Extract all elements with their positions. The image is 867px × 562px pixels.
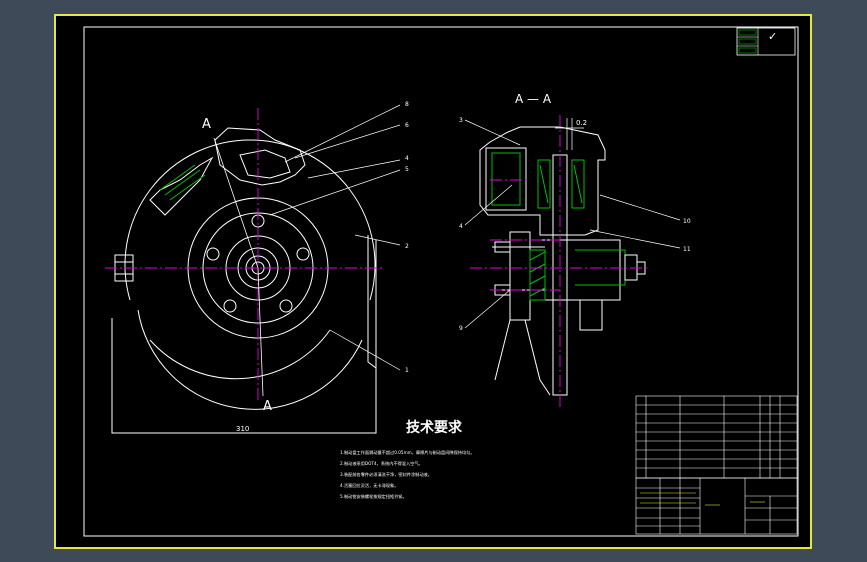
requirement-line: 2.制动液采用DOT4，系统内不得混入空气。 — [340, 460, 423, 467]
title-block-fills — [640, 492, 765, 506]
section-mark-top: A — [202, 117, 211, 132]
callout-1: 1 — [405, 367, 409, 374]
callout-6: 6 — [405, 122, 409, 129]
check-mark: ✓ — [768, 30, 777, 43]
section-title: A — A — [515, 92, 552, 106]
parts-list — [635, 395, 798, 479]
section-centerlines — [470, 115, 650, 410]
callout-3: 3 — [459, 117, 463, 124]
section-mark-bottom: A — [263, 399, 272, 414]
callout-5: 5 — [405, 166, 409, 173]
requirement-line: 5.制动钳安装螺栓按规定扭矩拧紧。 — [340, 493, 407, 500]
callout-10: 10 — [683, 218, 691, 225]
callout-4: 4 — [405, 155, 409, 162]
gap-label: 0.2 — [576, 119, 587, 127]
section-leaders — [464, 119, 681, 329]
requirement-line: 3.装配前各零件必须清洗干净，密封件涂制动液。 — [340, 471, 432, 478]
callout-4b: 4 — [459, 223, 463, 230]
gap-dimension — [555, 118, 584, 150]
section-callouts: 3 4 9 10 11 — [459, 117, 691, 332]
title-block — [635, 477, 798, 535]
dimension-label: 310 — [236, 425, 249, 433]
requirements-lines: 1.制动盘工作面跳动量不超过0.05mm，摩擦片与制动盘间隙保持均匀。 2.制动… — [340, 449, 475, 500]
inner-frame — [83, 26, 799, 537]
section-view — [479, 126, 646, 396]
approval-box: ✓ — [736, 27, 796, 56]
callout-11: 11 — [683, 246, 691, 253]
callout-9: 9 — [459, 325, 463, 332]
requirements-title: 技术要求 — [406, 419, 463, 436]
callout-8: 8 — [405, 101, 409, 108]
front-view-callouts: 8 6 4 5 2 1 — [405, 101, 409, 374]
front-view-leaders — [269, 104, 401, 371]
section-line — [213, 137, 264, 397]
requirement-line: 4.活塞回位灵活，无卡滞现象。 — [340, 482, 398, 489]
callout-2: 2 — [405, 243, 409, 250]
front-view-centerlines — [105, 108, 385, 402]
requirement-line: 1.制动盘工作面跳动量不超过0.05mm，摩擦片与制动盘间隙保持均匀。 — [340, 449, 475, 456]
